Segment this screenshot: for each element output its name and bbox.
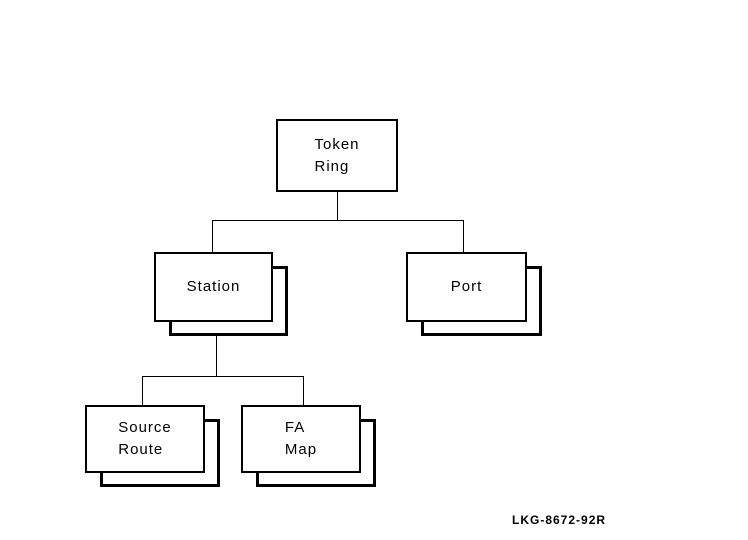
node-source-route-label: Source Route — [118, 419, 172, 458]
connector-drop-to-station — [212, 220, 213, 252]
node-source-route-box: Source Route — [85, 405, 205, 473]
connector-drop-to-fa-map — [303, 376, 304, 405]
node-station-label: Station — [186, 278, 241, 295]
connector-tokenring-stem — [337, 192, 338, 220]
node-token-ring: Token Ring — [276, 119, 398, 192]
node-port-label: Port — [450, 278, 483, 295]
node-port: Port — [406, 252, 542, 336]
node-fa-map-label: FA Map — [284, 419, 318, 458]
connector-tokenring-crossbar — [212, 220, 464, 221]
connector-station-stem — [216, 336, 217, 376]
node-station: Station — [154, 252, 288, 336]
node-fa-map: FA Map — [241, 405, 376, 487]
figure-id-caption: LKG-8672-92R — [512, 513, 607, 527]
connector-drop-to-port — [463, 220, 464, 252]
connector-drop-to-source-route — [142, 376, 143, 405]
node-token-ring-label: Token Ring — [314, 135, 360, 175]
node-fa-map-box: FA Map — [241, 405, 361, 473]
node-station-box: Station — [154, 252, 273, 322]
node-port-box: Port — [406, 252, 527, 322]
node-source-route: Source Route — [85, 405, 220, 487]
connector-station-crossbar — [142, 376, 304, 377]
